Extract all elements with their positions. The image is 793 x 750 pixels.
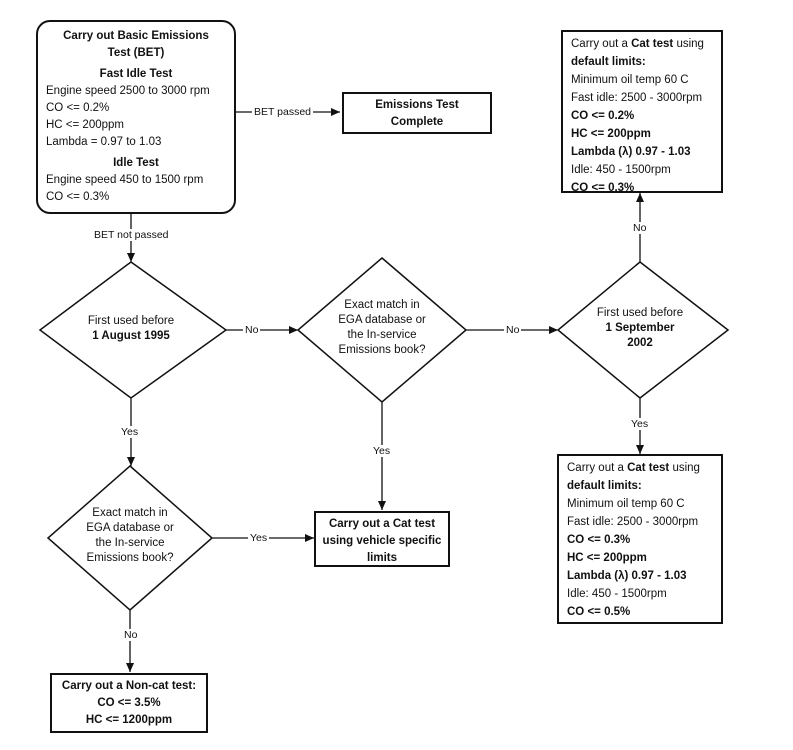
decision-ega-bottom-text: Exact match in EGA database or the In-se… <box>65 506 195 566</box>
cat-default-top-line: Minimum oil temp 60 C <box>571 74 689 86</box>
decision-2002-line-2: 1 September <box>605 322 675 334</box>
decision-ega-top-line: the In-service <box>347 329 417 341</box>
cat-specific-line: Carry out a Cat test <box>328 518 436 530</box>
cat-default-bottom-line: Lambda (λ) 0.97 - 1.03 <box>567 570 687 582</box>
non-cat-line: CO <= 3.5% <box>97 697 161 709</box>
complete-line-2: Complete <box>390 116 444 128</box>
decision-ega-top-text: Exact match in EGA database or the In-se… <box>317 298 447 358</box>
decision-1995-line-2: 1 August 1995 <box>92 330 170 342</box>
bet-title-line-2: Test (BET) <box>107 47 165 59</box>
non-cat-test-box: Carry out a Non-cat test: CO <= 3.5% HC … <box>50 673 208 733</box>
cat-default-top-line: Fast idle: 2500 - 3000rpm <box>571 92 703 104</box>
decision-1995-text: First used before 1 August 1995 <box>66 314 196 344</box>
basic-emissions-test-box: Carry out Basic Emissions Test (BET) Fas… <box>36 20 236 214</box>
decision-ega-top-line: Emissions book? <box>338 344 426 356</box>
fast-idle-line: Engine speed 2500 to 3000 rpm <box>46 85 210 97</box>
cat-default-top-line: CO <= 0.3% <box>571 182 635 194</box>
label-1995-yes: Yes <box>119 426 141 438</box>
cat-test-default-limits-bottom-box: Carry out a Cat test using default limit… <box>557 454 723 624</box>
cat-default-bottom-line: CO <= 0.3% <box>567 534 631 546</box>
intro-prefix: Carry out a <box>567 462 628 474</box>
complete-line-1: Emissions Test <box>375 99 459 111</box>
fast-idle-heading: Fast Idle Test <box>99 68 173 80</box>
decision-ega-top-line: Exact match in <box>344 299 420 311</box>
label-2002-yes: Yes <box>629 418 651 430</box>
cat-default-bottom-line: Idle: 450 - 1500rpm <box>567 588 667 600</box>
decision-2002-text: First used before 1 September 2002 <box>580 306 700 351</box>
cat-default-top-intro: Carry out a Cat test using <box>571 35 713 53</box>
decision-ega-bottom-line: the In-service <box>95 537 165 549</box>
cat-default-top-line: CO <= 0.2% <box>571 110 635 122</box>
cat-default-top-line: HC <= 200ppm <box>571 128 651 140</box>
cat-specific-line: using vehicle specific <box>322 535 442 547</box>
cat-default-top-line: Idle: 450 - 1500rpm <box>571 164 671 176</box>
idle-heading: Idle Test <box>113 157 159 169</box>
intro-suffix: using <box>669 462 700 474</box>
cat-test-vehicle-specific-box: Carry out a Cat test using vehicle speci… <box>314 511 450 567</box>
decision-ega-bottom-line: Exact match in <box>92 507 168 519</box>
decision-ega-top-line: EGA database or <box>338 314 426 326</box>
cat-default-top-intro-line-2: default limits: <box>571 56 646 68</box>
cat-test-default-limits-top-box: Carry out a Cat test using default limit… <box>561 30 723 194</box>
decision-2002-line-1: First used before <box>596 307 684 319</box>
label-ega-bottom-no: No <box>122 629 140 641</box>
intro-bold: Cat test <box>627 462 670 474</box>
fast-idle-line: CO <= 0.2% <box>46 102 110 114</box>
cat-default-top-line: Lambda (λ) 0.97 - 1.03 <box>571 146 691 158</box>
fast-idle-line: HC <= 200ppm <box>46 119 124 131</box>
decision-ega-bottom-line: Emissions book? <box>86 552 174 564</box>
cat-default-bottom-intro: Carry out a Cat test using <box>567 459 713 477</box>
cat-default-bottom-line: CO <= 0.5% <box>567 606 631 618</box>
cat-default-bottom-line: HC <= 200ppm <box>567 552 647 564</box>
idle-line: CO <= 0.3% <box>46 191 110 203</box>
non-cat-line: HC <= 1200ppm <box>85 714 173 726</box>
label-1995-no: No <box>243 324 261 336</box>
intro-suffix: using <box>673 38 704 50</box>
label-bet-not-passed: BET not passed <box>92 229 171 241</box>
bet-title-line-1: Carry out Basic Emissions <box>63 30 209 42</box>
decision-ega-bottom-line: EGA database or <box>86 522 174 534</box>
cat-specific-line: limits <box>366 552 398 564</box>
label-ega-top-yes: Yes <box>371 445 393 457</box>
label-ega-top-no: No <box>504 324 522 336</box>
label-bet-passed: BET passed <box>252 106 314 118</box>
label-ega-bottom-yes: Yes <box>248 532 270 544</box>
cat-default-bottom-line: Fast idle: 2500 - 3000rpm <box>567 516 699 528</box>
cat-default-bottom-line: Minimum oil temp 60 C <box>567 498 685 510</box>
intro-prefix: Carry out a <box>571 38 632 50</box>
fast-idle-line: Lambda = 0.97 to 1.03 <box>46 136 162 148</box>
emissions-test-complete-box: Emissions Test Complete <box>342 92 492 134</box>
cat-default-bottom-intro-line-2: default limits: <box>567 480 642 492</box>
intro-bold: Cat test <box>631 38 674 50</box>
decision-1995-line-1: First used before <box>87 315 175 327</box>
non-cat-title: Carry out a Non-cat test: <box>61 680 197 692</box>
decision-2002-line-3: 2002 <box>627 337 653 349</box>
label-2002-no: No <box>631 222 649 234</box>
idle-line: Engine speed 450 to 1500 rpm <box>46 174 204 186</box>
